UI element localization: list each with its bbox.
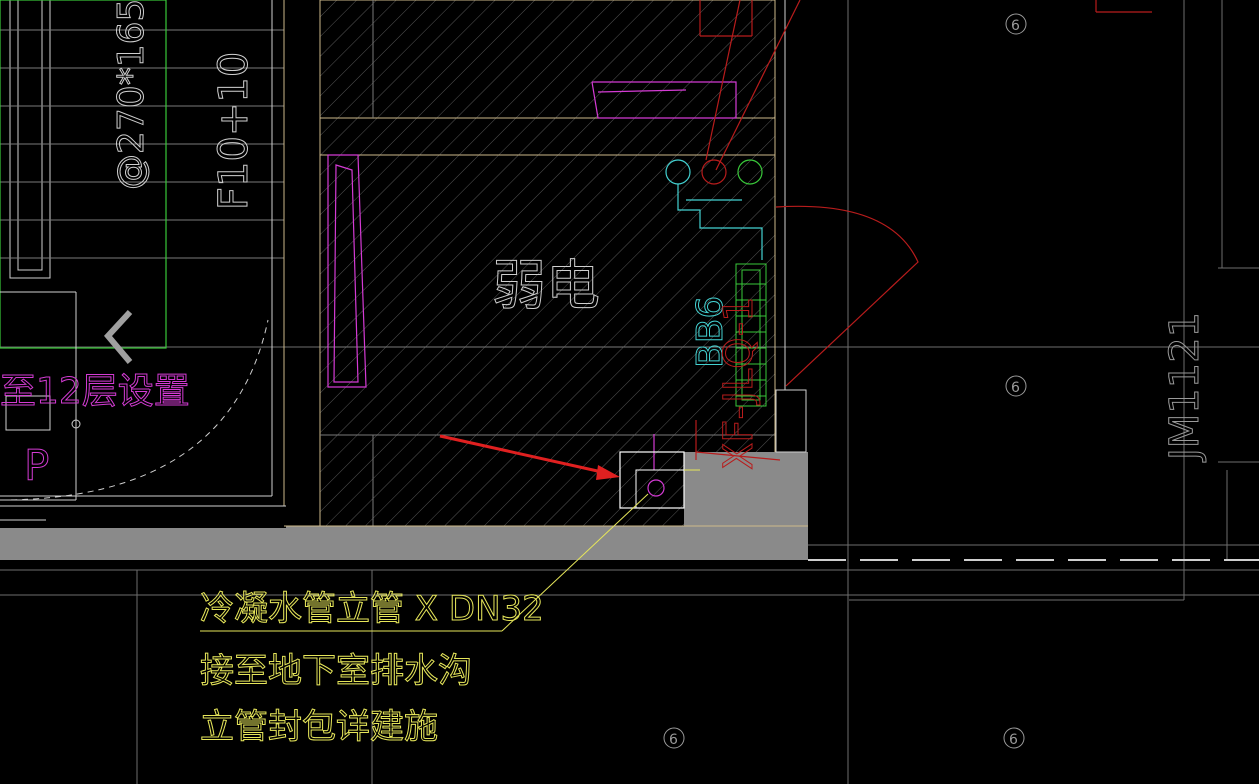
annotation-line-2: 接至地下室排水沟 xyxy=(200,651,472,691)
annotation-leader xyxy=(200,493,649,632)
room-walls xyxy=(319,0,786,527)
grid-bubble-4: 6 xyxy=(1003,727,1025,749)
cabinet-code-label: BB6 xyxy=(690,296,731,368)
svg-text:6: 6 xyxy=(1011,18,1020,34)
note-12f-label: 至12层设置 xyxy=(0,371,190,412)
condensate-riser[interactable] xyxy=(619,451,700,509)
door-frame xyxy=(775,389,807,453)
cabinet-code-red-label: XF-JLQ-1 xyxy=(716,296,762,470)
svg-text:6: 6 xyxy=(669,732,678,748)
annotation-line-1: 冷凝水管立管 X DN32 xyxy=(200,589,544,629)
cyan-pipes xyxy=(665,159,763,260)
rebar-level-label: F10+10 xyxy=(211,52,257,210)
grid-bubble-2: 6 xyxy=(1005,375,1027,397)
grid-bubble-3: 6 xyxy=(663,727,685,749)
green-pipe-circle xyxy=(737,159,763,185)
door-code-label: JM1121 xyxy=(1162,312,1208,463)
green-cabinet xyxy=(735,263,767,407)
red-pipe-circle xyxy=(701,159,727,185)
stair-area xyxy=(0,0,285,526)
slab-band xyxy=(0,452,808,560)
rebar-spacing-label: @270*165 xyxy=(111,0,152,190)
svg-text:6: 6 xyxy=(1011,380,1020,396)
annotation-line-3: 立管封包详建施 xyxy=(200,707,438,747)
magenta-elements xyxy=(327,81,737,470)
parking-p-label: P xyxy=(24,441,49,490)
red-arrow xyxy=(439,434,620,480)
room-name-label: 弱电 xyxy=(492,254,600,317)
svg-text:6: 6 xyxy=(1009,732,1018,748)
grid-bubble-1: 6 xyxy=(1005,13,1027,35)
red-elements xyxy=(695,0,1152,461)
